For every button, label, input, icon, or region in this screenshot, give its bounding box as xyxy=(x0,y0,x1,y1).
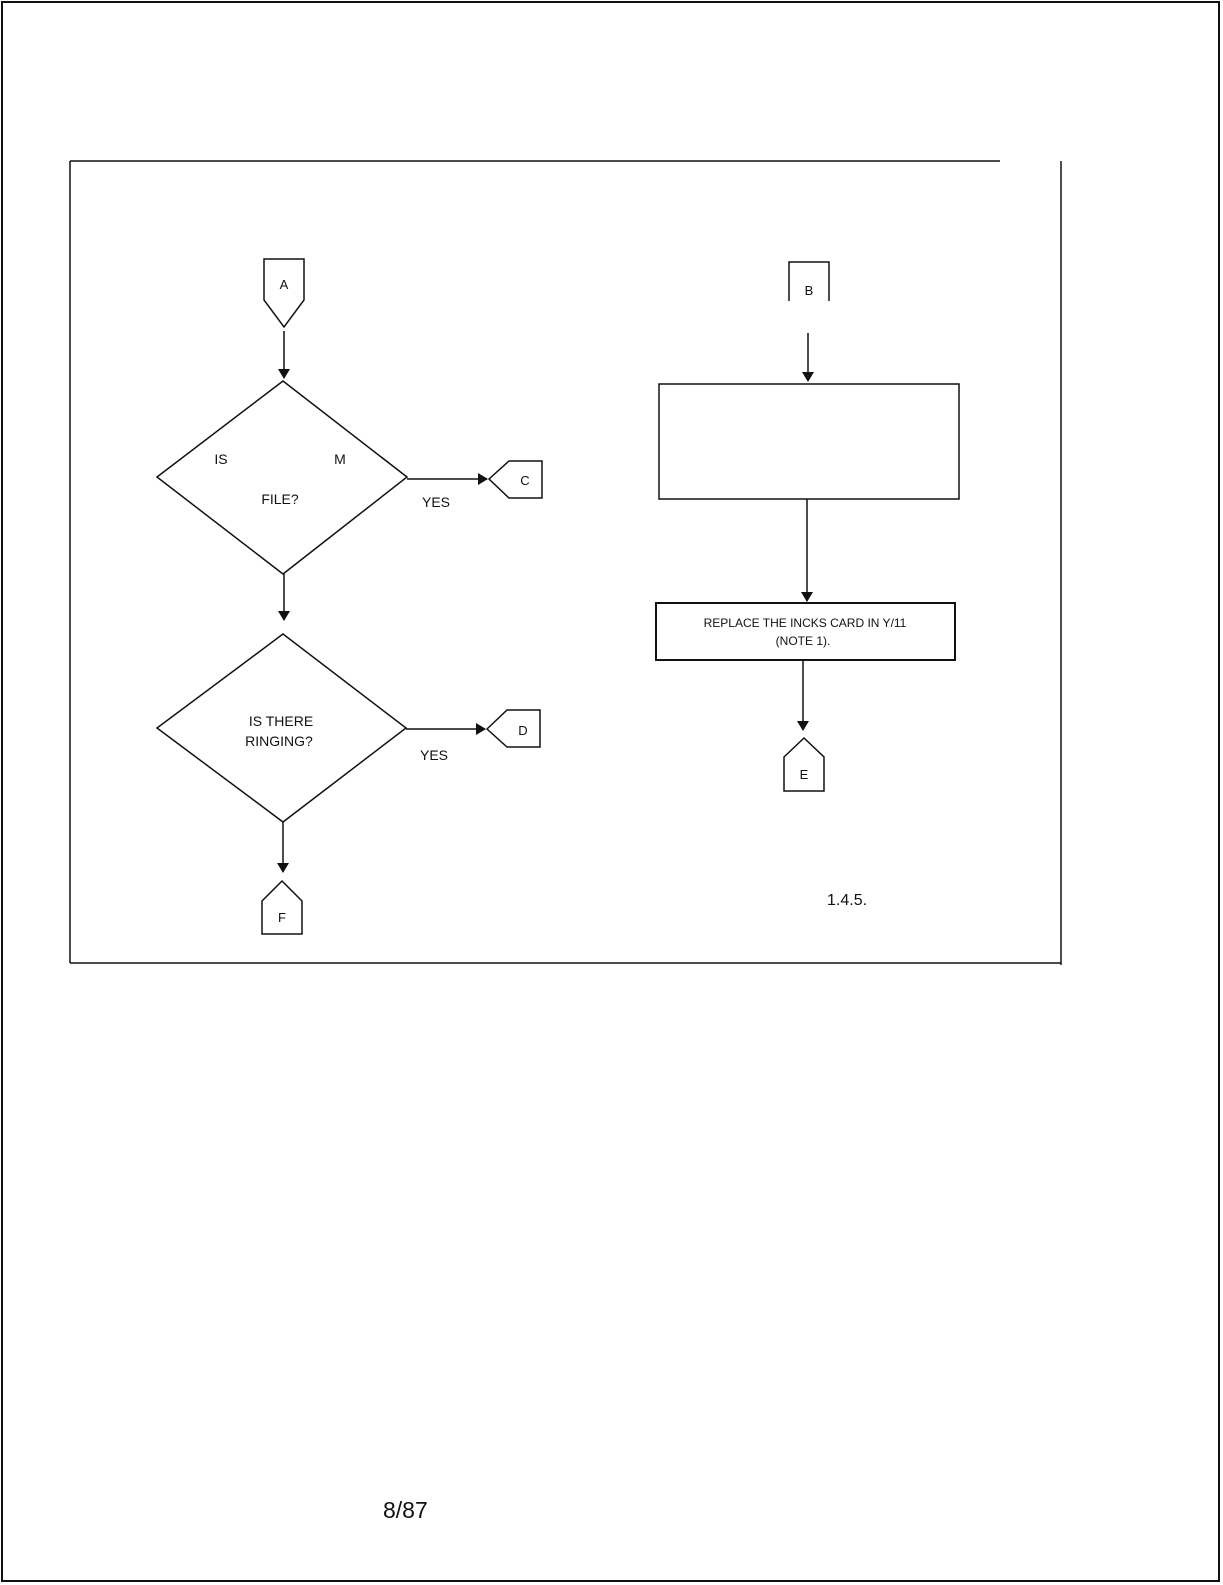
connector-d: D xyxy=(485,709,541,748)
process-2: REPLACE THE INCKS CARD IN Y/11 (NOTE 1). xyxy=(655,602,956,661)
svg-text:M: M xyxy=(334,451,346,467)
svg-text:B: B xyxy=(805,283,814,298)
svg-text:FILE?: FILE? xyxy=(261,491,299,507)
svg-text:IS: IS xyxy=(214,451,227,467)
decision-2: IS THERE RINGING? xyxy=(155,633,408,823)
svg-text:C: C xyxy=(520,473,529,488)
connector-b: B xyxy=(788,261,830,301)
svg-text:E: E xyxy=(800,767,809,782)
svg-text:IS THERE: IS THERE xyxy=(249,713,313,729)
process-1 xyxy=(658,383,960,500)
svg-text:REPLACE THE INCKS CARD IN Y/11: REPLACE THE INCKS CARD IN Y/11 xyxy=(704,616,907,630)
svg-text:A: A xyxy=(280,277,289,292)
figure-reference: 1.4.5. xyxy=(827,892,867,909)
figure-frame xyxy=(69,160,1062,965)
svg-text:(NOTE 1).: (NOTE 1). xyxy=(776,634,831,648)
connector-a: A xyxy=(263,258,305,329)
connector-c: C xyxy=(487,460,543,499)
footer-date: 8/87 xyxy=(383,1497,428,1523)
svg-text:RINGING?: RINGING? xyxy=(245,733,313,749)
decision-1-yes-label: YES xyxy=(422,494,450,510)
connector-f: F xyxy=(261,879,303,935)
svg-text:F: F xyxy=(278,910,286,925)
decision-1: IS M FILE? xyxy=(155,380,409,575)
decision-2-yes-label: YES xyxy=(420,747,448,763)
connector-e: E xyxy=(783,736,825,792)
svg-text:D: D xyxy=(518,723,527,738)
